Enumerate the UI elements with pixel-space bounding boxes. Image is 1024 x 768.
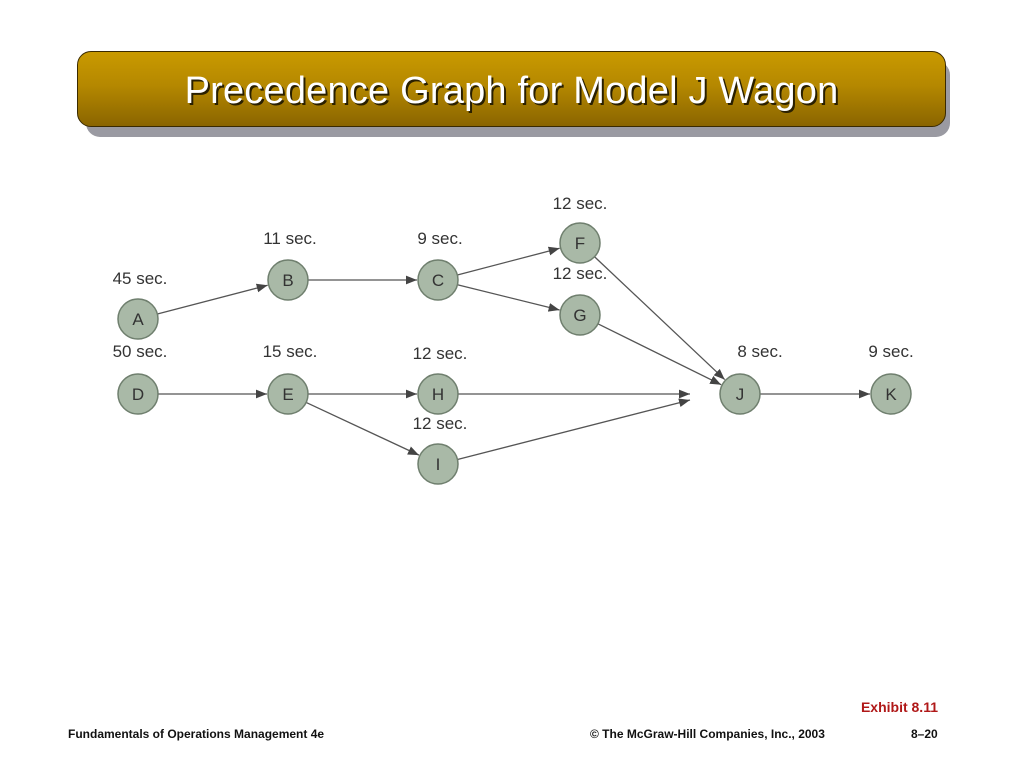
node-circle [559,294,601,336]
node-id-label: C [432,271,444,290]
footer-copyright: © The McGraw-Hill Companies, Inc., 2003 [590,727,825,741]
node-k: K 9 sec. [868,342,914,415]
task-time-label: 9 sec. [868,342,913,361]
node-g: G 12 sec. [553,264,608,336]
node-j: J 8 sec. [719,342,783,415]
edges-layer [157,246,870,461]
node-e: E 15 sec. [263,342,318,415]
node-circle [719,373,761,415]
nodes-layer: A 45 sec. B 11 sec. C 9 sec. F 12 sec. G 12 sec. D… [113,194,914,485]
edge-c-g [457,284,560,312]
task-time-label: 11 sec. [263,229,317,248]
footer-course-title: Fundamentals of Operations Management 4e [68,727,325,741]
edge-e-i [305,401,420,456]
task-time-label: 8 sec. [737,342,782,361]
node-circle [117,373,159,415]
node-circle [870,373,912,415]
node-id-label: D [132,385,144,404]
edge-g-j [597,323,722,386]
task-time-label: 12 sec. [413,414,468,433]
node-f: F 12 sec. [553,194,608,264]
edge-f-j [594,256,726,381]
task-time-label: 9 sec. [417,229,462,248]
node-id-label: E [282,385,293,404]
node-id-label: K [885,385,897,404]
node-i: I 12 sec. [413,414,468,485]
slide-title: Precedence Graph for Model J Wagon [184,69,839,112]
node-circle [417,373,459,415]
node-id-label: H [432,385,444,404]
node-id-label: F [575,234,585,253]
node-h: H 12 sec. [413,344,468,415]
edge-a-b [157,283,268,315]
node-a: A 45 sec. [113,269,168,340]
node-id-label: B [282,271,293,290]
task-time-label: 45 sec. [113,269,168,288]
node-id-label: I [436,455,441,474]
node-circle [267,373,309,415]
task-time-label: 12 sec. [413,344,468,363]
node-circle [117,298,159,340]
node-circle [417,443,459,485]
exhibit-label: Exhibit 8.11 [860,699,938,715]
node-circle [417,259,459,301]
node-circle [267,259,309,301]
task-time-label: 50 sec. [113,342,168,361]
node-id-label: A [132,310,144,329]
node-id-label: G [573,306,586,325]
title-bar: Precedence Graph for Model J Wagon [77,51,946,127]
node-circle [559,222,601,264]
task-time-label: 15 sec. [263,342,318,361]
edge-i-j [457,398,691,461]
footer-page-number: 8–20 [911,727,938,741]
edge-c-f [457,246,560,276]
node-c: C 9 sec. [417,229,463,301]
node-id-label: J [736,385,745,404]
node-b: B 11 sec. [263,229,317,301]
node-d: D 50 sec. [113,342,168,415]
task-time-label: 12 sec. [553,194,608,213]
task-time-label: 12 sec. [553,264,608,283]
